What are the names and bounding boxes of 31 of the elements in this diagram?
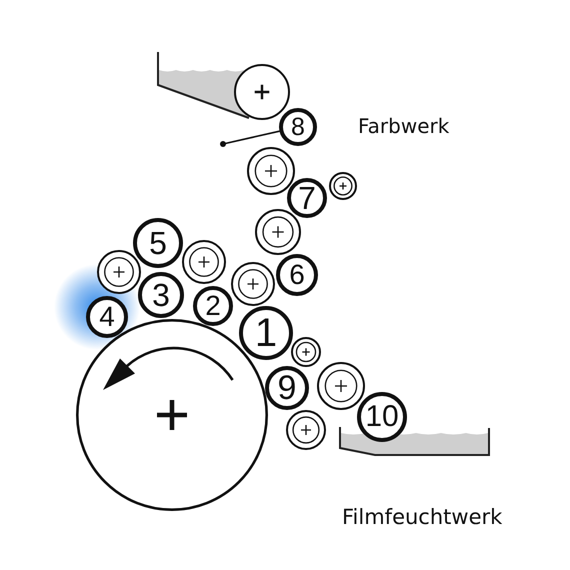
- roller: [286, 410, 326, 450]
- roller: [182, 240, 226, 284]
- callout-number: 5: [149, 227, 167, 259]
- callout-number: 6: [289, 261, 305, 289]
- roller: [138, 272, 184, 318]
- callout-number: 1: [254, 313, 278, 353]
- roller: [279, 108, 317, 146]
- roller: [247, 147, 295, 195]
- callout-number: 9: [278, 371, 296, 405]
- callout-number: 3: [152, 279, 170, 311]
- roller: [133, 218, 183, 268]
- roller: [231, 262, 275, 306]
- roller: [291, 337, 321, 367]
- roller: [234, 64, 290, 120]
- callout-number: 4: [99, 303, 115, 331]
- roller: [97, 250, 141, 294]
- roller: [276, 254, 318, 296]
- callout-number: 8: [291, 114, 305, 140]
- roller: [287, 178, 327, 218]
- roller: [193, 286, 233, 326]
- roller: [357, 392, 407, 442]
- roller: [265, 366, 309, 410]
- roller: [255, 209, 301, 255]
- section-label: Farbwerk: [358, 115, 450, 137]
- roller: [329, 172, 357, 200]
- callout-number: 10: [365, 402, 399, 432]
- callout-number: 2: [205, 292, 221, 320]
- section-label: Filmfeuchtwerk: [342, 506, 502, 530]
- roller: [239, 306, 293, 360]
- roller: [317, 362, 365, 410]
- callout-number: 7: [298, 182, 316, 214]
